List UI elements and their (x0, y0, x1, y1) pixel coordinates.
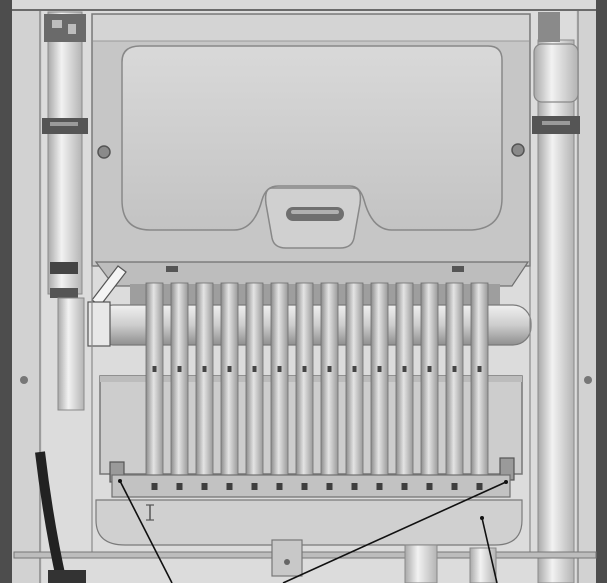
right-casing-screw (584, 376, 592, 384)
tube-mark (402, 366, 407, 372)
collector-tick (376, 483, 383, 490)
heat-exchanger-tube (295, 282, 314, 479)
right-pipe-clamp-highlight (542, 121, 570, 125)
bottom-center-bracket (271, 539, 303, 577)
leader-line-dot (118, 479, 122, 483)
tube-mark (277, 366, 282, 372)
tube-mark (377, 366, 382, 372)
tube-mark (302, 366, 307, 372)
heat-exchanger-tube (270, 282, 289, 479)
leader-line-dot (504, 480, 508, 484)
bottom-pipe (469, 547, 497, 583)
tube-mark (427, 366, 432, 372)
collector-tick (426, 483, 433, 490)
right-frame-strip (596, 0, 607, 583)
central-unit-top-cap (93, 15, 529, 41)
left-panel-screw (97, 145, 111, 159)
collector-ticks (151, 483, 483, 490)
collector-tick (201, 483, 208, 490)
left-pipe-lower-fitting (50, 262, 78, 274)
left-frame-strip (0, 0, 12, 583)
left-pipe-clamp-highlight (50, 122, 78, 126)
heat-exchanger-tube (370, 282, 389, 479)
leader-line (282, 481, 507, 583)
heat-exchanger-tube (220, 282, 239, 479)
left-pipe-lower-fitting (50, 288, 78, 298)
heat-exchanger-tube (420, 282, 439, 479)
top-frame-band (12, 0, 596, 10)
tube-mark (252, 366, 257, 372)
collector-tick (401, 483, 408, 490)
tube-mark (202, 366, 207, 372)
heat-exchanger-collar (94, 261, 530, 287)
collector-tick (276, 483, 283, 490)
collector-tick (226, 483, 233, 490)
bottom-cross-bar (13, 551, 597, 559)
collector-tick (351, 483, 358, 490)
leader-line-dot (480, 516, 484, 520)
tube-mark (152, 366, 157, 372)
bracket-hole (284, 559, 290, 565)
collar-tab (452, 266, 464, 272)
left-pipe-top-fitting-detail (52, 20, 62, 28)
tube-mark (327, 366, 332, 372)
collector-tick (176, 483, 183, 490)
right-panel-screw (511, 143, 525, 157)
collector-tick (151, 483, 158, 490)
heat-exchanger-tube (320, 282, 339, 479)
cover-handle-slot-highlight (291, 210, 339, 214)
collector-tick (251, 483, 258, 490)
heat-exchanger-tube (195, 282, 214, 479)
leader-line (119, 480, 173, 583)
collector-tick (326, 483, 333, 490)
cable-connector (48, 570, 86, 583)
tube-mark (352, 366, 357, 372)
left-pipe (47, 11, 83, 295)
left-lower-pipe (57, 297, 85, 411)
left-cable (35, 451, 67, 583)
collector-tick (301, 483, 308, 490)
tube-mark (452, 366, 457, 372)
heat-exchanger-tubes (145, 282, 489, 479)
right-pipe-top-fitting (533, 43, 579, 103)
leader-line (481, 517, 498, 583)
left-casing-screw (20, 376, 28, 384)
heat-exchanger-tube (395, 282, 414, 479)
tube-mark (177, 366, 182, 372)
condensate-trough (95, 499, 523, 546)
heat-exchanger-tube (170, 282, 189, 479)
right-casing-strip (576, 11, 596, 583)
heat-exchanger-tube (445, 282, 464, 479)
heat-exchanger-tube (245, 282, 264, 479)
left-pipe-top-fitting-detail (68, 24, 76, 34)
heat-exchanger-tube (470, 282, 489, 479)
right-pipe-top-bracket (538, 12, 560, 42)
collar-tab (166, 266, 178, 272)
combustion-chamber-cover (121, 45, 503, 231)
tube-mark (477, 366, 482, 372)
heat-exchanger-tube (145, 282, 164, 479)
bottom-pipe (404, 544, 438, 583)
heat-exchanger-tube (345, 282, 364, 479)
left-casing-strip (12, 11, 42, 583)
tube-mark (227, 366, 232, 372)
collector-tick (476, 483, 483, 490)
left-pipe-top-fitting (44, 14, 86, 42)
bottom-collector (111, 474, 511, 498)
left-manifold-fitting (87, 301, 111, 347)
collector-tick (451, 483, 458, 490)
